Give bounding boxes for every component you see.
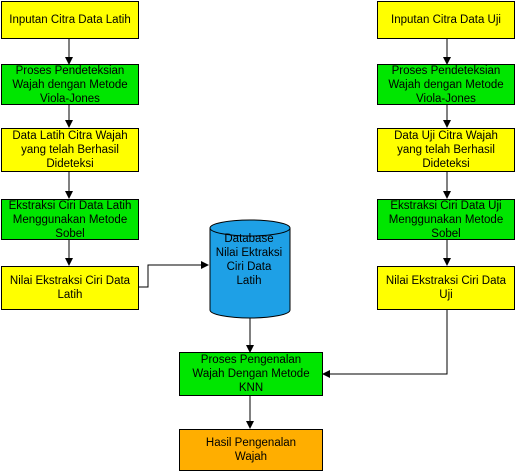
- train-face-detection-box: Proses Pendeteksian Wajah dengan Metode …: [1, 64, 139, 105]
- test-feature-extraction-box: Ekstraksi Ciri Data Uji Menggunakan Meto…: [377, 199, 515, 240]
- arrow-features-to-database: [139, 261, 209, 288]
- train-image-input-box: Inputan Citra Data Latih: [1, 1, 139, 39]
- test-detected-faces-box: Data Uji Citra Wajah yang telah Berhasil…: [377, 128, 515, 172]
- train-feature-extraction-box: Ekstraksi Ciri Data Latih Menggunakan Me…: [1, 199, 139, 240]
- knn-recognition-box: Proses Pengenalan Wajah Dengan Metode KN…: [179, 352, 323, 396]
- test-image-input-box: Inputan Citra Data Uji: [377, 1, 515, 39]
- database-label: Database Nilai Ektraksi Ciri Data Latih: [215, 233, 283, 287]
- train-feature-values-box: Nilai Ekstraksi Ciri Data Latih: [1, 266, 139, 310]
- test-face-detection-box: Proses Pendeteksian Wajah dengan Metode …: [377, 64, 515, 105]
- database-cylinder: [209, 219, 291, 319]
- recognition-result-box: Hasil Pengenalan Wajah: [179, 429, 323, 471]
- arrow-test-features-to-recognition: [322, 310, 448, 378]
- test-feature-values-box: Nilai Ekstraksi Ciri Data Uji: [377, 266, 515, 310]
- train-detected-faces-box: Data Latih Citra Wajah yang telah Berhas…: [1, 128, 139, 172]
